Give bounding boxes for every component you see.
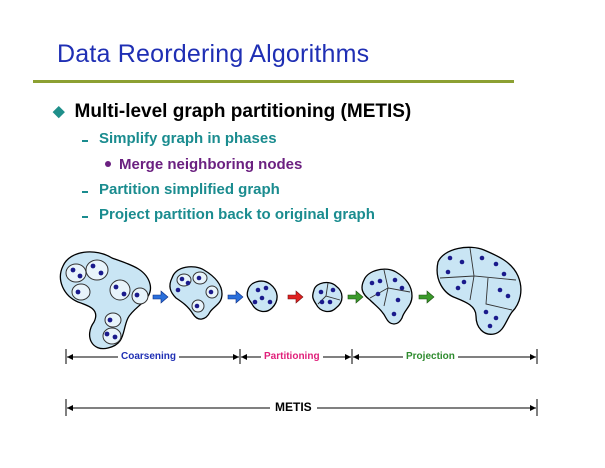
bullet-sub-2: Partition simplified graph bbox=[82, 181, 280, 198]
stage-arrows bbox=[152, 290, 435, 304]
graph-stage-6 bbox=[436, 246, 522, 335]
node-cluster bbox=[71, 283, 91, 301]
metis-label: METIS bbox=[270, 400, 317, 414]
graph-blob bbox=[436, 246, 522, 335]
arrow-right-icon bbox=[152, 290, 169, 304]
bullet-main: ◆ Multi-level graph partitioning (METIS) bbox=[53, 101, 411, 123]
diamond-bullet-icon: ◆ bbox=[53, 103, 65, 120]
graph-blob bbox=[361, 268, 413, 325]
title-underline bbox=[33, 80, 514, 83]
arrow-right-icon bbox=[287, 290, 304, 304]
bullet-sub-1-text: Simplify graph in phases bbox=[99, 130, 277, 147]
bullet-sub-1: Simplify graph in phases bbox=[82, 130, 277, 147]
bullet-sub-3-text: Project partition back to original graph bbox=[99, 206, 375, 223]
bullet-sub-2-text: Partition simplified graph bbox=[99, 181, 280, 198]
partition-boundary bbox=[439, 247, 517, 311]
bullet-sub-1a-text: Merge neighboring nodes bbox=[119, 156, 303, 173]
graph-stage-1 bbox=[59, 251, 152, 350]
slide-title: Data Reordering Algorithms bbox=[57, 40, 370, 68]
partitioning-label: Partitioning bbox=[261, 351, 323, 362]
node-cluster bbox=[131, 287, 149, 305]
bullet-main-text: Multi-level graph partitioning (METIS) bbox=[74, 101, 412, 122]
arrow-right-icon bbox=[418, 290, 435, 304]
bullet-sub-3: Project partition back to original graph bbox=[82, 206, 375, 223]
graph-stage-4 bbox=[312, 281, 343, 313]
node-cluster bbox=[109, 279, 131, 301]
arrow-right-icon bbox=[347, 290, 364, 304]
projection-label: Projection bbox=[403, 351, 458, 362]
graph-stage-2 bbox=[169, 266, 223, 320]
node-cluster bbox=[85, 259, 109, 281]
graph-stage-5 bbox=[361, 268, 413, 325]
bullet-sub-1a: Merge neighboring nodes bbox=[105, 156, 302, 173]
dot-bullet-icon bbox=[105, 161, 111, 167]
graph-stage-3 bbox=[246, 280, 278, 313]
node-cluster bbox=[65, 263, 87, 283]
arrow-right-icon bbox=[227, 290, 244, 304]
node-cluster bbox=[104, 312, 122, 328]
coarsening-label: Coarsening bbox=[118, 351, 180, 362]
